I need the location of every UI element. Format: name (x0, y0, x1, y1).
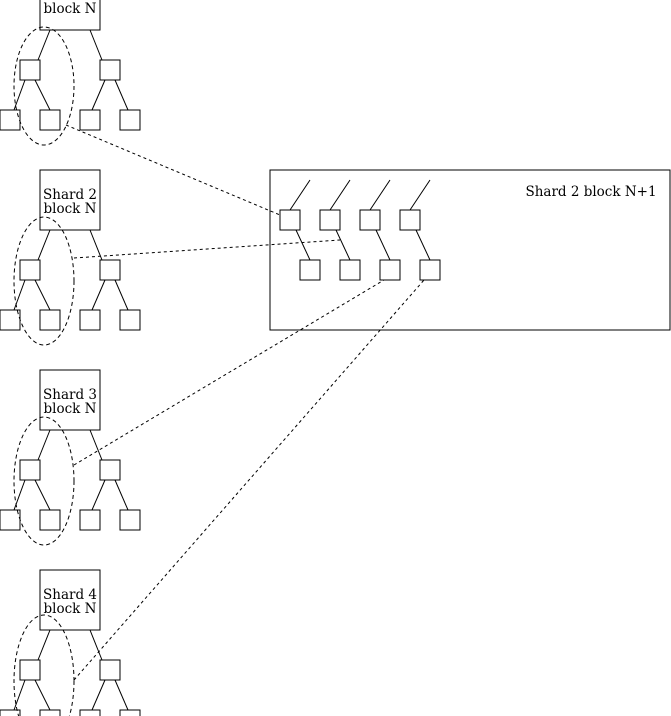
shard-2-leaf (39, 309, 61, 331)
link-shard-1-to-next-block (65, 124, 281, 216)
shard-2-subtree-outline (13, 216, 75, 346)
shard-4-leaf (119, 709, 141, 716)
next-block-leaf (379, 259, 401, 281)
shard-1-leaf (119, 109, 141, 131)
shard-3-node (19, 459, 41, 481)
shard-2-root-block (39, 169, 101, 231)
next-block-node (279, 209, 301, 231)
shard-3-root-block (39, 369, 101, 431)
shard-tree-4 (0, 569, 141, 716)
shard-4-root-block (39, 569, 101, 631)
shard-1-leaf (0, 109, 21, 131)
link-shard-4-to-next-block (73, 279, 425, 681)
next-block-leaf (339, 259, 361, 281)
shard-3-subtree-outline (13, 416, 75, 546)
shard-2-label-line2: block N (44, 201, 97, 217)
next-block-leaf (299, 259, 321, 281)
next-block-node (319, 209, 341, 231)
shard-3-leaf (79, 509, 101, 531)
shard-4-subtree-outline (13, 614, 75, 716)
shard-2-node (19, 259, 41, 281)
shard-tree-2 (0, 169, 141, 346)
shard-1-subtree-outline (13, 26, 75, 146)
shard-4-label-line1: Shard 4 (43, 587, 97, 603)
shard-1-label-line2: block N (44, 1, 97, 17)
shard-3-node (99, 459, 121, 481)
shard-4-leaf (39, 709, 61, 716)
next-block-frame (269, 169, 671, 331)
shard-4-node (19, 659, 41, 681)
shard-4-node (99, 659, 121, 681)
shard-4-leaf (79, 709, 101, 716)
shard-2-leaf (119, 309, 141, 331)
next-block-label: Shard 2 block N+1 (525, 184, 656, 200)
shard-1-node (99, 59, 121, 81)
shard-2-node (99, 259, 121, 281)
shard-4-leaf (0, 709, 21, 716)
next-block-container (269, 169, 671, 331)
shard-1-node (19, 59, 41, 81)
shard-3-leaf (119, 509, 141, 531)
link-shard-3-to-next-block (73, 279, 385, 466)
cross-links (65, 124, 425, 681)
next-block-node (359, 209, 381, 231)
shard-3-leaf (39, 509, 61, 531)
shard-4-label-line2: block N (44, 601, 97, 617)
shard-2-leaf (79, 309, 101, 331)
shard-2-label-line1: Shard 2 (43, 187, 97, 203)
shard-tree-1 (0, 0, 141, 146)
shard-1-leaf (39, 109, 61, 131)
next-block-leaf (419, 259, 441, 281)
shard-1-leaf (79, 109, 101, 131)
shard-tree-3 (0, 369, 141, 546)
shard-3-label-line1: Shard 3 (43, 387, 97, 403)
shard-2-leaf (0, 309, 21, 331)
shard-1-root-block (39, 0, 101, 31)
link-shard-2-to-next-block (73, 239, 341, 259)
next-block-node (399, 209, 421, 231)
shard-3-leaf (0, 509, 21, 531)
shard-3-label-line2: block N (44, 401, 97, 417)
